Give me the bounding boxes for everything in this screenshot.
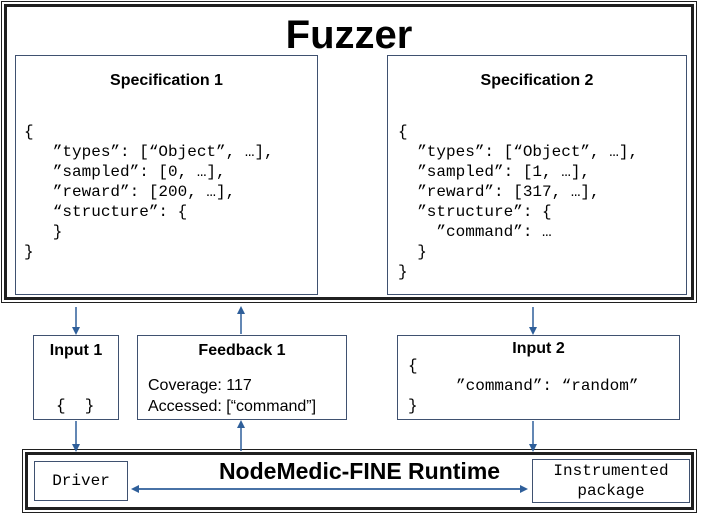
specification-2-title: Specification 2: [480, 72, 594, 89]
feedback-1-coverage: Coverage: 117: [148, 377, 252, 394]
input-1-code: { }: [56, 397, 95, 415]
specification-2-box: Specification 2 { ”types”: [“Object”, …]…: [387, 55, 687, 295]
specification-1-code: { ”types”: [“Object”, …], ”sampled”: [0,…: [24, 123, 274, 261]
input-1-title: Input 1: [49, 342, 103, 359]
driver-label: Driver: [52, 472, 110, 490]
specification-1-title: Specification 1: [110, 72, 223, 89]
fuzzer-frame: Fuzzer Specification 1 { ”types”: [“Obje…: [1, 1, 697, 303]
specification-2-code: { ”types”: [“Object”, …], ”sampled”: [1,…: [398, 123, 639, 281]
feedback-1-box: Feedback 1 Coverage: 117 Accessed: [“com…: [137, 335, 347, 420]
input-2-code: { ”command”: “random” }: [408, 357, 639, 415]
feedback-1-title: Feedback 1: [198, 342, 286, 359]
specification-1-box: Specification 1 { ”types”: [“Object”, …]…: [15, 55, 318, 295]
input-2-box: Input 2 { ”command”: “random” }: [397, 335, 680, 420]
input-1-box: Input 1 { }: [33, 335, 119, 420]
feedback-1-accessed: Accessed: [“command”]: [148, 398, 317, 415]
instrumented-package-box: Instrumented package: [532, 459, 690, 503]
runtime-title: NodeMedic-FINE Runtime: [218, 458, 501, 484]
driver-box: Driver: [34, 461, 128, 501]
instrumented-package-label: Instrumented package: [553, 462, 669, 500]
runtime-frame: NodeMedic-FINE Runtime Driver Instrument…: [22, 449, 697, 513]
fuzzer-title: Fuzzer: [285, 13, 413, 57]
input-2-title: Input 2: [512, 340, 565, 357]
